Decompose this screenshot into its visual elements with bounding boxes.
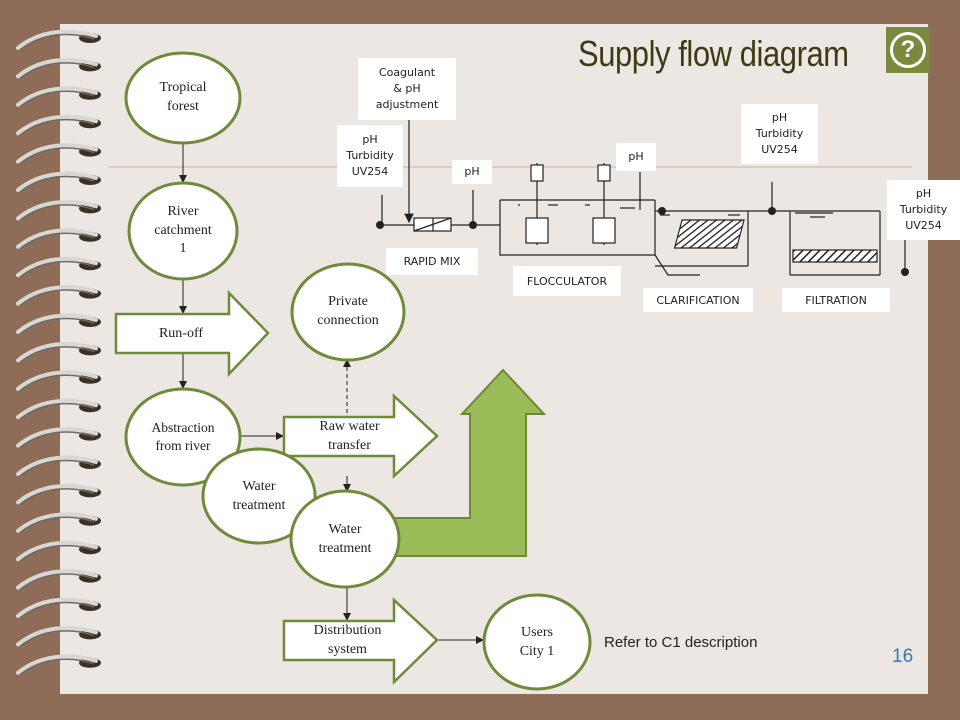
params-label-3: pH Turbidity UV254 xyxy=(887,180,960,240)
water-treatment-center-node xyxy=(289,489,401,589)
page-title: Supply flow diagram xyxy=(578,33,849,74)
spiral-coil xyxy=(16,29,101,51)
spiral-coil xyxy=(16,654,101,676)
spiral-coil xyxy=(16,483,101,505)
spiral-coil xyxy=(16,57,101,79)
flocculator-label: FLOCCULATOR xyxy=(513,266,621,296)
raw-water-transfer-label: Raw water transfer xyxy=(319,419,380,453)
params-label-1: pH Turbidity UV254 xyxy=(337,125,403,187)
filtration-label: FILTRATION xyxy=(782,288,890,312)
rapid-mix-label: RAPID MIX xyxy=(386,248,478,275)
spiral-coil xyxy=(16,171,101,193)
spiral-coil xyxy=(16,597,101,619)
abstraction-label: Abstraction from river xyxy=(151,419,215,453)
spiral-coil xyxy=(16,540,101,562)
river-catchment-label: River catchment 1 xyxy=(154,203,212,257)
spiral-coil xyxy=(16,256,101,278)
run-off-arrow xyxy=(114,289,270,378)
spiral-coil xyxy=(16,199,101,221)
spiral-coil xyxy=(16,370,101,392)
spiral-coil xyxy=(16,341,101,363)
connectors xyxy=(179,140,484,644)
spiral-coil xyxy=(16,455,101,477)
tropical-forest-label: Tropical forest xyxy=(159,80,207,114)
water-treatment-left-label: Water treatment xyxy=(232,479,286,513)
help-button[interactable]: ? xyxy=(886,27,930,73)
reference-note: Refer to C1 description xyxy=(604,634,758,651)
abstraction-node xyxy=(124,387,242,487)
help-icon: ? xyxy=(890,32,926,68)
spiral-coil xyxy=(16,285,101,307)
spiral-coil xyxy=(16,625,101,647)
spiral-binding xyxy=(16,29,101,676)
run-off-label: Run-off xyxy=(158,325,204,341)
tropical-forest-node xyxy=(124,51,242,145)
spiral-coil xyxy=(16,114,101,136)
private-connection-label: Private connection xyxy=(317,294,379,328)
ph-label-1: pH xyxy=(452,160,492,184)
spiral-coil xyxy=(16,86,101,108)
spiral-coil xyxy=(16,398,101,420)
distribution-system-arrow xyxy=(282,597,439,685)
page-number: 16 xyxy=(892,646,914,667)
big-return-arrow xyxy=(380,368,547,557)
coagulant-label: Coagulant & pH adjustment xyxy=(358,58,456,120)
spiral-coil xyxy=(16,512,101,534)
clarification-label: CLARIFICATION xyxy=(643,288,753,312)
private-connection-node xyxy=(290,262,406,362)
river-catchment-node xyxy=(127,181,239,281)
distribution-system-label: Distribution system xyxy=(313,623,382,657)
spiral-coil xyxy=(16,569,101,591)
spiral-coil xyxy=(16,143,101,165)
water-treatment-left-node xyxy=(201,447,317,545)
spiral-coil xyxy=(16,313,101,335)
spiral-coil xyxy=(16,228,101,250)
users-node xyxy=(482,593,592,691)
users-label: Users City 1 xyxy=(519,625,555,659)
spiral-coil xyxy=(16,427,101,449)
params-label-2: pH Turbidity UV254 xyxy=(741,104,818,164)
water-treatment-center-label: Water treatment xyxy=(318,522,372,556)
raw-water-transfer-arrow xyxy=(282,393,439,479)
process-schematic xyxy=(376,115,909,276)
ph-label-2: pH xyxy=(616,143,656,171)
